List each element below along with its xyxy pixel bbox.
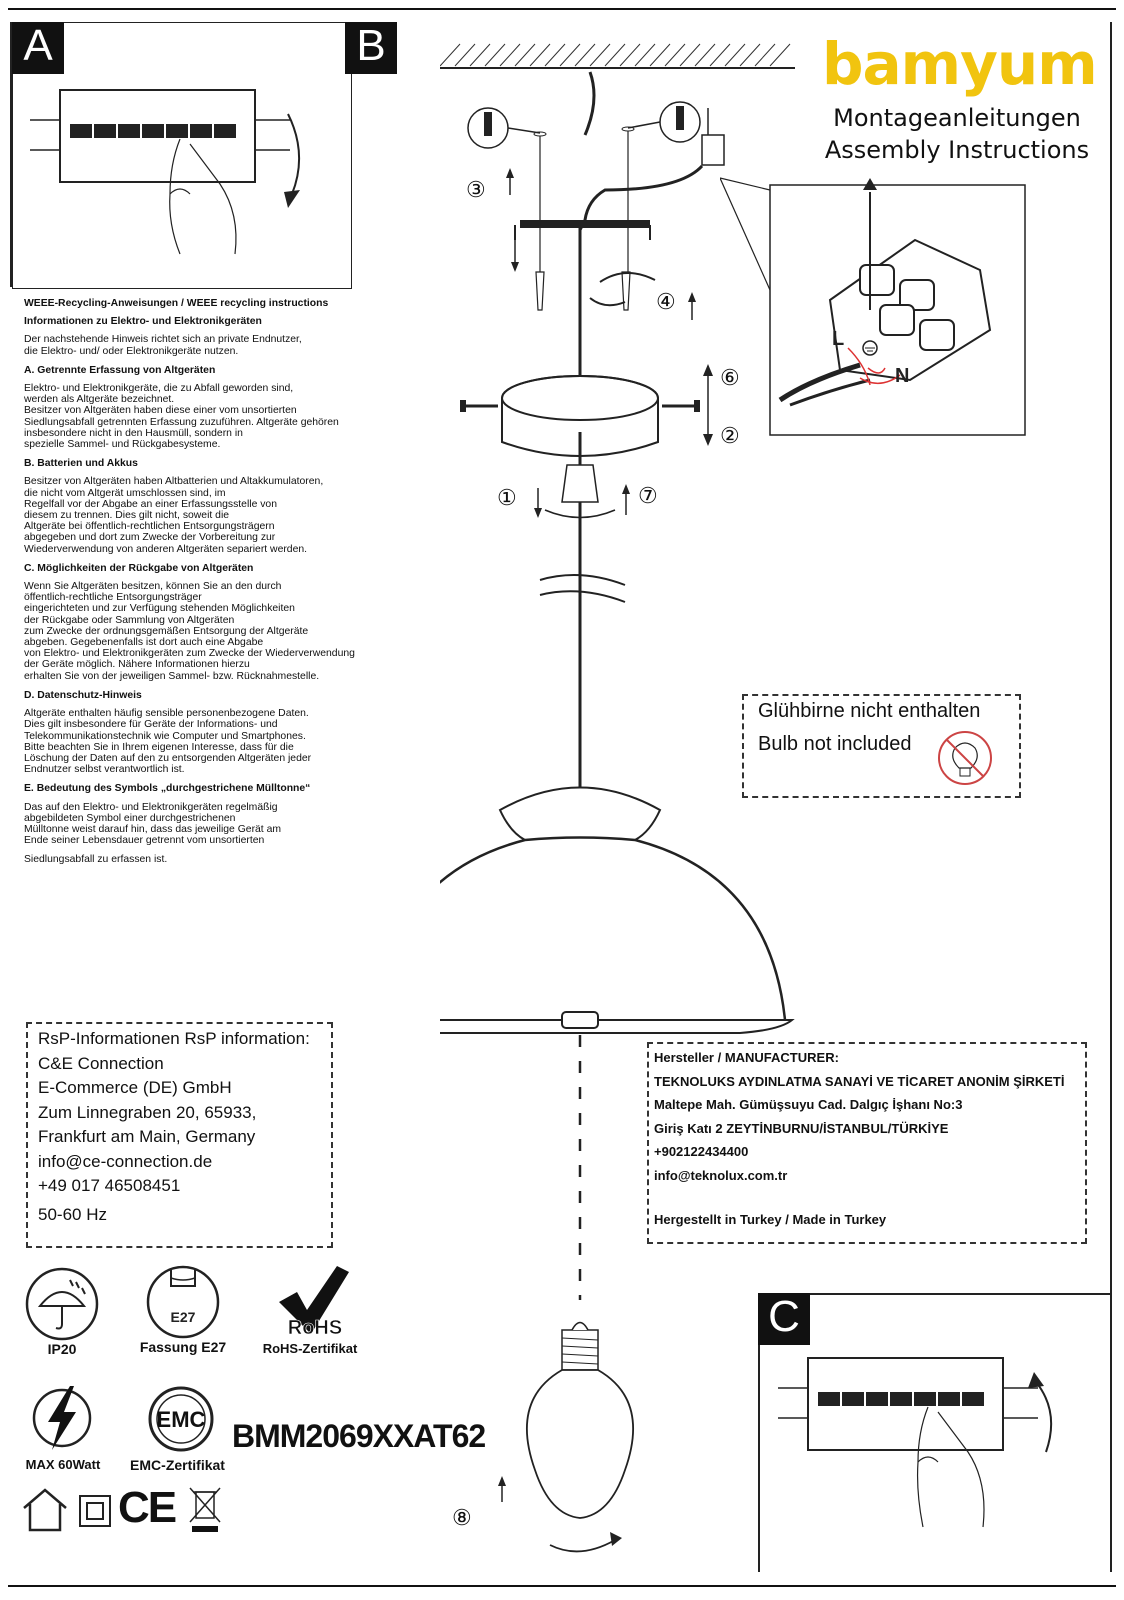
- rsp-title: RsP-Informationen RsP information:: [38, 1029, 310, 1048]
- rsp-line: E-Commerce (DE) GmbH: [38, 1078, 232, 1097]
- step-4-label: ④: [656, 290, 676, 315]
- weee-section-body: Besitzer von Altgeräten haben Altbatteri…: [24, 476, 324, 555]
- rohs-badge-text: RoHS: [288, 1317, 342, 1339]
- rohs-icon: RoHS: [279, 1266, 349, 1339]
- subtitle-en: Assembly Instructions: [824, 136, 1090, 164]
- step-2-label: ②: [720, 424, 740, 449]
- manufacturer-title: Hersteller / MANUFACTURER:: [654, 1050, 839, 1065]
- panel-c-letter: C: [758, 1293, 810, 1345]
- rsp-info-box: [26, 1022, 333, 1248]
- socket-label: Fassung E27: [139, 1339, 227, 1355]
- rsp-frequency: 50-60 Hz: [38, 1204, 107, 1224]
- ip20-label: IP20: [47, 1341, 77, 1357]
- rsp-line: Zum Linnegraben 20, 65933,: [38, 1102, 257, 1122]
- step-6-label: ⑥: [720, 366, 740, 391]
- model-number: BMM2069XXAT62: [232, 1418, 486, 1454]
- weee-section-body: Wenn Sie Altgeräten besitzen, können Sie…: [24, 581, 355, 682]
- manufacturer-line: Giriş Katı 2 ZEYTİNBURNU/İSTANBUL/TÜRKİY…: [654, 1120, 949, 1136]
- weee-section-heading: E. Bedeutung des Symbols „durchgestriche…: [24, 783, 311, 795]
- rsp-phone: +49 017 46508451: [38, 1176, 181, 1195]
- e27-socket-icon: E27: [146, 1265, 220, 1339]
- rsp-email: info@ce-connection.de: [38, 1151, 213, 1171]
- crossed-bin-icon: [189, 1487, 221, 1532]
- class-ii-double-square-icon: [79, 1495, 111, 1527]
- pendant-assembly-diagram: [440, 43, 795, 1553]
- breaker-off-illustration: [30, 89, 301, 255]
- weee-section-body: Das auf den Elektro- und Elektronikgerät…: [24, 801, 282, 847]
- emc-badge-text: EMC: [157, 1407, 206, 1432]
- manufacturer-line: TEKNOLUKS AYDINLATMA SANAYİ VE TİCARET A…: [654, 1073, 1065, 1089]
- bottom-rule: [8, 1585, 1116, 1587]
- step-1-label: ①: [497, 486, 517, 511]
- breaker-on-illustration: [778, 1357, 1053, 1528]
- weee-section-heading: A. Getrennte Erfassung von Altgeräten: [24, 364, 216, 376]
- panel-c-left: [758, 1293, 760, 1572]
- ip20-umbrella-icon: [25, 1267, 99, 1341]
- bulb-note-de: Glühbirne nicht enthalten: [758, 700, 981, 722]
- step-3-label: ③: [466, 178, 486, 203]
- manufacturer-line: Maltepe Mah. Gümüşsuyu Cad. Dalgıç İşhan…: [654, 1097, 963, 1112]
- frame-left: [10, 22, 12, 287]
- rsp-info: RsP-Informationen RsP information: C&E C…: [38, 1027, 310, 1227]
- indoor-house-icon: [23, 1488, 67, 1532]
- rsp-line: C&E Connection: [38, 1053, 164, 1073]
- panel-a-letter: A: [12, 22, 64, 74]
- emc-label: EMC-Zertifikat: [130, 1457, 225, 1473]
- manufacturer-box: [647, 1042, 1087, 1244]
- rohs-label: RoHS-Zertifikat: [262, 1341, 358, 1356]
- weee-intro: Der nachstehende Hinweis richtet sich an…: [24, 334, 302, 357]
- made-in: Hergestellt in Turkey / Made in Turkey: [654, 1212, 887, 1227]
- weee-title: WEEE-Recycling-Anweisungen / WEEE recycl…: [24, 298, 329, 309]
- manufacturer-phone: +902122434400: [654, 1144, 749, 1159]
- bulb-note-box: [742, 694, 1021, 798]
- weee-section-heading: D. Datenschutz-Hinweis: [24, 689, 142, 701]
- manufacturer-email: info@teknolux.com.tr: [654, 1167, 788, 1183]
- weee-subtitle: Informationen zu Elektro- und Elektronik…: [24, 316, 262, 328]
- no-bulb-icon: [938, 731, 992, 785]
- wire-n-label: N: [895, 365, 909, 387]
- rsp-line: Frankfurt am Main, Germany: [38, 1127, 256, 1146]
- panel-c-top: [758, 1293, 1110, 1295]
- panel-a: [12, 22, 352, 289]
- step-8-label: ⑧: [452, 1506, 472, 1531]
- weee-instructions: WEEE-Recycling-Anweisungen / WEEE recycl…: [24, 298, 439, 874]
- bulb-note-en: Bulb not included: [758, 733, 912, 755]
- manufacturer-info: Hersteller / MANUFACTURER: TEKNOLUKS AYD…: [654, 1046, 1064, 1232]
- emc-icon: EMC: [148, 1386, 214, 1452]
- wiring-detail-illustration: L N: [720, 177, 1026, 436]
- top-rule: [8, 8, 1116, 10]
- max-watt-label: MAX 60Watt: [25, 1457, 101, 1472]
- weee-section-heading: B. Batterien und Akkus: [24, 458, 138, 470]
- brand-logo: bamyum: [822, 30, 1098, 98]
- frame-right: [1110, 22, 1112, 1572]
- ce-mark: CE: [118, 1483, 177, 1532]
- step-7-label: ⑦: [638, 484, 658, 509]
- max-watt-lightning-icon: [32, 1386, 92, 1450]
- e27-badge-text: E27: [171, 1309, 196, 1325]
- subtitle-de: Montageanleitungen: [833, 104, 1081, 132]
- wire-l-label: L: [832, 328, 844, 350]
- weee-section-body: Altgeräte enthalten häufig sensible pers…: [24, 708, 312, 776]
- weee-section-body: Elektro- und Elektronikgeräte, die zu Ab…: [24, 383, 339, 451]
- weee-section-heading: C. Möglichkeiten der Rückgabe von Altger…: [24, 562, 254, 574]
- panel-b-letter: B: [345, 22, 397, 74]
- weee-footer: Siedlungsabfall zu erfassen ist.: [24, 854, 168, 866]
